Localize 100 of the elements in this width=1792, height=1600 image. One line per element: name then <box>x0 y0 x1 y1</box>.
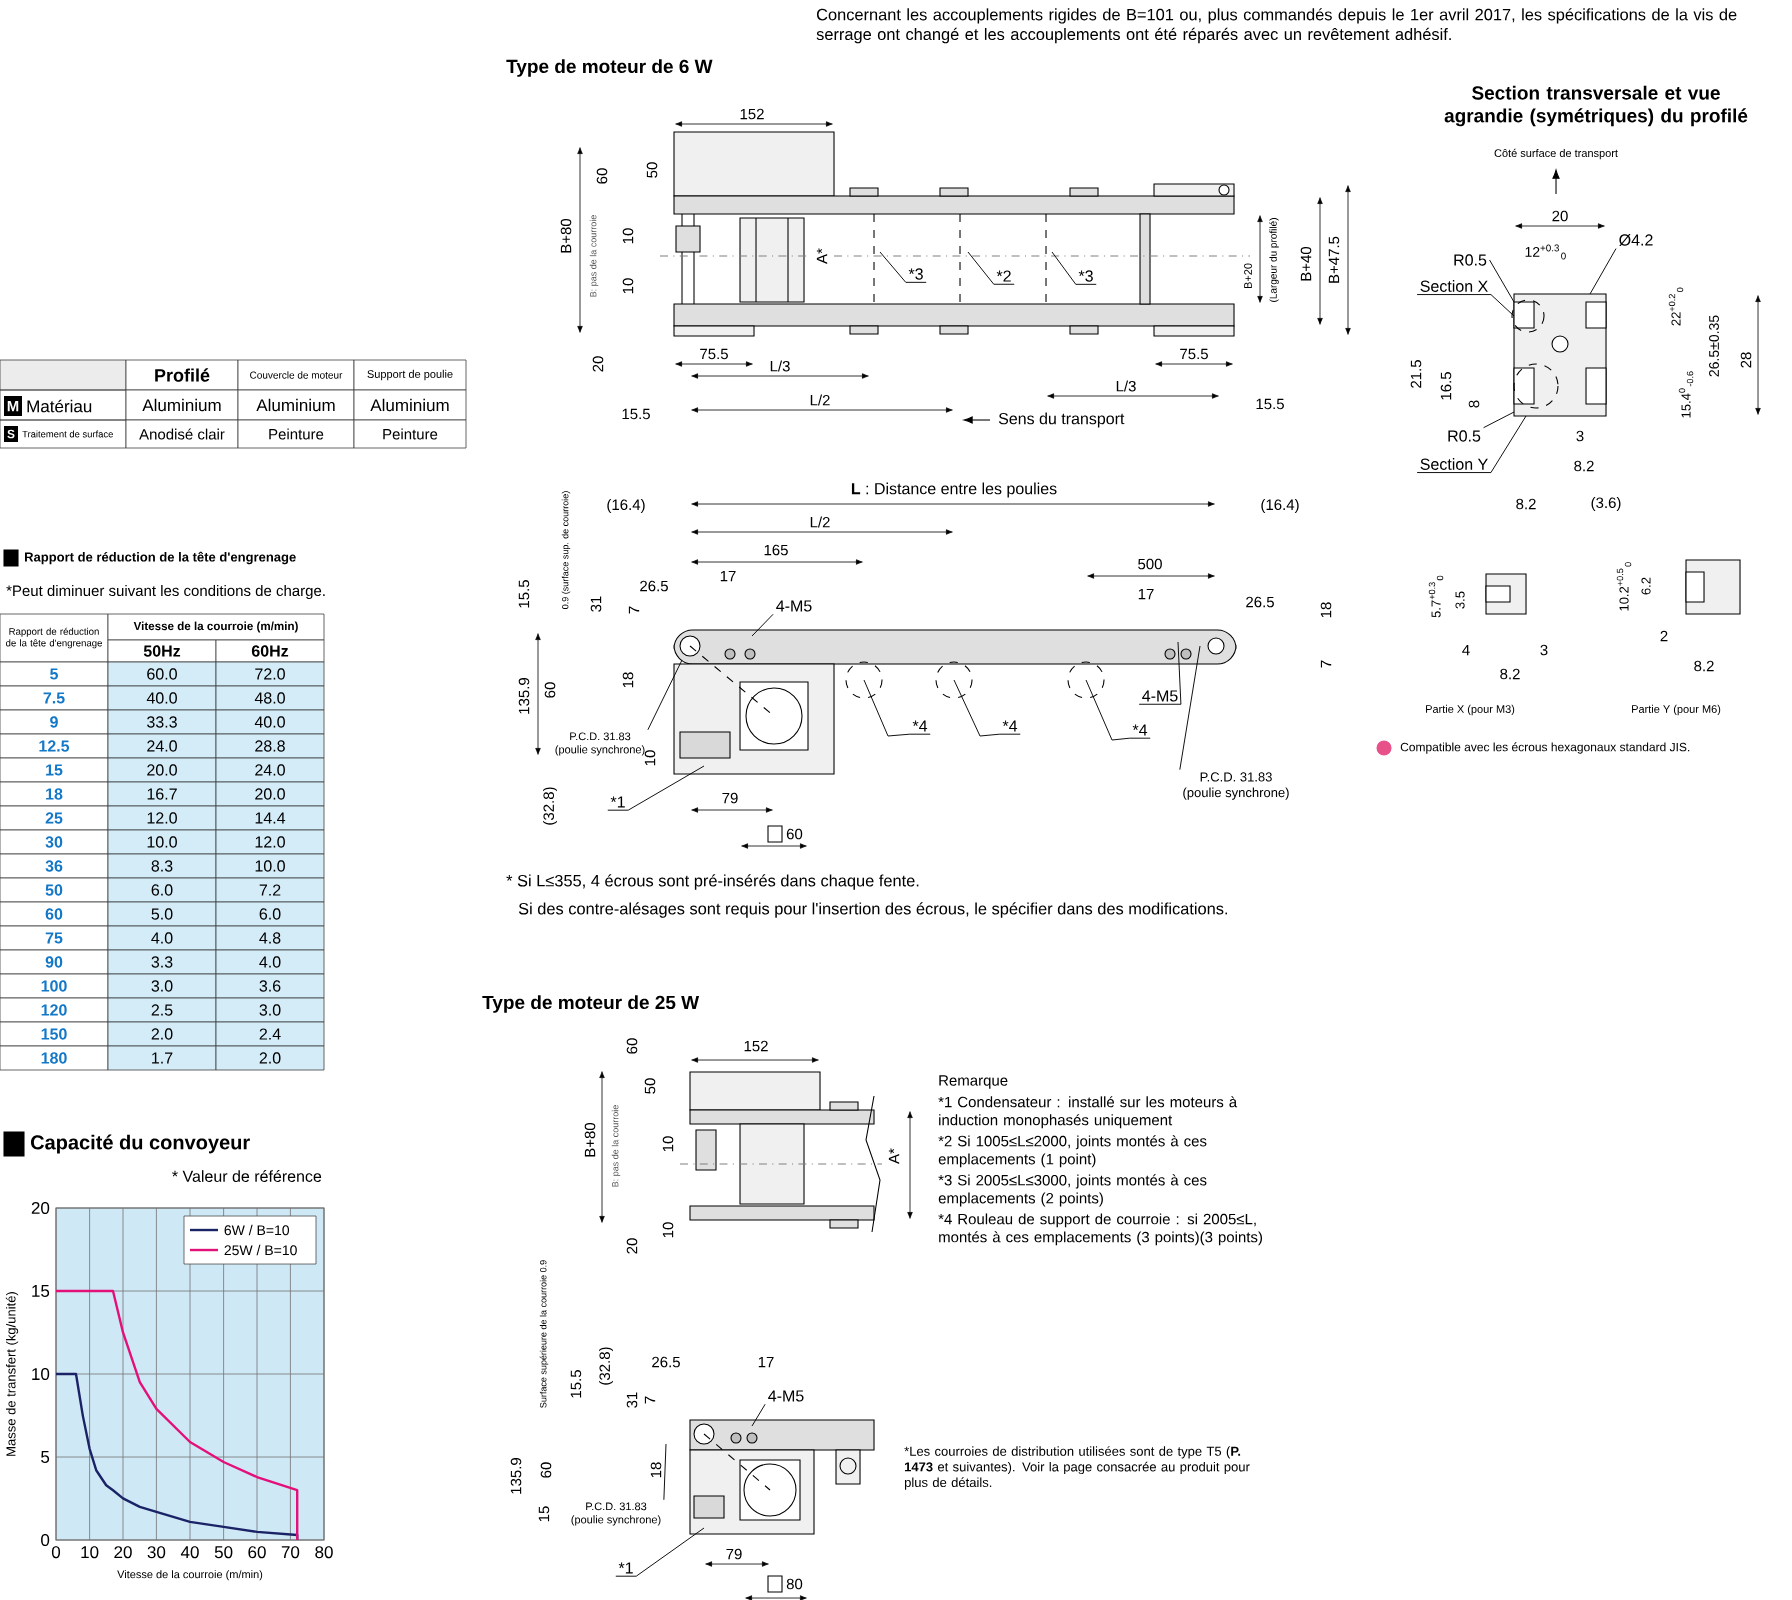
table-cell: 24.0 <box>215 757 325 783</box>
tick-label: 10 <box>32 1368 50 1381</box>
leader-line <box>1483 411 1515 429</box>
tick-label: 60 <box>248 1546 266 1559</box>
table-cell: 12.0 <box>107 805 217 831</box>
callout-text: 4-M5 <box>776 600 812 612</box>
leader-line <box>1085 679 1151 741</box>
table-cell: 12.0 <box>215 829 325 855</box>
table-cell: 4.0 <box>107 925 217 951</box>
leader-line <box>1179 645 1201 771</box>
callout-text: *3 <box>908 268 923 280</box>
note-text: Si des contre-alésages sont requis pour l'insertion des écrous, le spécifier dans des modifications. <box>518 902 1228 918</box>
table-cell: 5.0 <box>107 901 217 927</box>
leader-line <box>751 1403 766 1427</box>
table-cell: 6.0 <box>215 901 325 927</box>
table-cell: 2.5 <box>107 997 217 1023</box>
table-cell: 48.0 <box>215 685 325 711</box>
chart-title: Capacité du convoyeur <box>3 1131 250 1157</box>
section-heading: Type de moteur de 6 W <box>506 59 713 77</box>
leader-line <box>1489 259 1515 303</box>
table-cell: 33.3 <box>107 709 217 735</box>
callout-text: *3 <box>1078 270 1093 282</box>
table-cell: 18 <box>0 781 109 807</box>
table-cell: 50 <box>0 877 109 903</box>
table-cell: Aluminium <box>125 389 239 421</box>
section-heading: Type de moteur de 25 W <box>482 995 700 1013</box>
table-cell: 75 <box>0 925 109 951</box>
leader-line <box>751 613 774 637</box>
tick-label: 50 <box>214 1546 233 1559</box>
table-cell: 36 <box>0 853 109 879</box>
tick-label: 80 <box>315 1546 333 1559</box>
callout-text: R0.5 <box>1448 430 1481 442</box>
tick-label: 30 <box>147 1546 166 1559</box>
callout-text: *1 <box>610 796 625 808</box>
section-heading: Section transversale et vue agrandie (symétriques) du profilé <box>1444 85 1748 127</box>
leader-line <box>1416 415 1527 474</box>
table-cell: 40.0 <box>107 685 217 711</box>
callout-text: R0.5 <box>1454 254 1487 266</box>
tick-label: 40 <box>180 1546 199 1559</box>
table-cell: 3.0 <box>215 997 325 1023</box>
dimension-text: L : Distance entre les poulies <box>851 482 1057 498</box>
table-cell: 5 <box>0 661 109 687</box>
table-cell: 4.0 <box>215 949 325 975</box>
table-cell: 24.0 <box>107 733 217 759</box>
callout-text: Section Y <box>1420 458 1488 470</box>
table-cell: 7.5 <box>0 685 109 711</box>
table-cell: 10.0 <box>215 853 325 879</box>
table-cell: Aluminium <box>237 389 355 421</box>
tick-label: 10 <box>81 1546 99 1559</box>
table-cell: 3.3 <box>107 949 217 975</box>
tick-label: 5 <box>41 1451 50 1463</box>
table-cell: 9 <box>0 709 109 735</box>
table-cell: 60.0 <box>107 661 217 687</box>
table-cell: 15 <box>0 757 109 783</box>
callout-text: *1 <box>618 1562 633 1574</box>
tick-label: 0 <box>51 1546 61 1559</box>
table-cell: 50Hz <box>107 639 217 663</box>
note-text: Concernant les accouplements rigides de B=101 ou, plus commandés depuis le 1er avril 2017, les spécifications de la vis de serrage ont changé et les accouplements ont été réparés avec un revêtement adhésif. <box>816 8 1737 44</box>
tick-label: 20 <box>114 1546 132 1559</box>
table-cell: 2.0 <box>215 1045 325 1071</box>
callout-text: *2 <box>996 270 1011 282</box>
leader-line <box>879 251 927 283</box>
table-cell: 16.7 <box>107 781 217 807</box>
leader-line <box>863 679 931 737</box>
table-cell: 20.0 <box>215 781 325 807</box>
conveyor-side-view-drawing <box>673 629 1237 775</box>
table-cell: 4.8 <box>215 925 325 951</box>
direction-text: Sens du transport <box>998 412 1125 428</box>
profile-section-drawing <box>1511 293 1607 417</box>
table-cell: 2.4 <box>215 1021 325 1047</box>
leader-line <box>647 659 683 731</box>
note-text: * Si L≤355, 4 écrous sont pré-insérés dans chaque fente. <box>506 874 919 890</box>
tick-label: 70 <box>281 1546 300 1559</box>
note-text: * Valeur de référence <box>172 1170 322 1182</box>
leader-line <box>607 765 705 811</box>
leader-line <box>953 679 1021 737</box>
table-cell: 20.0 <box>107 757 217 783</box>
table-cell: 8.3 <box>107 853 217 879</box>
leader-line <box>967 251 1015 285</box>
tick-label: 20 <box>31 1202 50 1215</box>
table-cell: 25 <box>0 805 109 831</box>
table-cell: 100 <box>0 973 109 999</box>
tick-label: 0 <box>41 1534 50 1547</box>
table-cell: 6.0 <box>107 877 217 903</box>
table-cell: 72.0 <box>215 661 325 687</box>
callout-text: Section X <box>1420 280 1488 292</box>
table-cell: 180 <box>0 1045 109 1071</box>
table-cell: 60 <box>0 901 109 927</box>
chart-title: Capacité du convoyeur <box>30 1134 250 1154</box>
callout-text: Ø4.2 <box>1619 234 1653 246</box>
table-cell: 12.5 <box>0 733 109 759</box>
leader-line <box>1051 251 1097 285</box>
table-cell: 120 <box>0 997 109 1023</box>
tick-label: 15 <box>32 1285 50 1297</box>
conveyor-side-view-drawing <box>689 1419 875 1535</box>
table-cell: 10.0 <box>107 829 217 855</box>
table-cell: 60Hz <box>215 639 325 663</box>
table-cell: Profilé <box>125 359 239 391</box>
table-cell: 3.0 <box>107 973 217 999</box>
leader-line <box>663 1443 667 1501</box>
